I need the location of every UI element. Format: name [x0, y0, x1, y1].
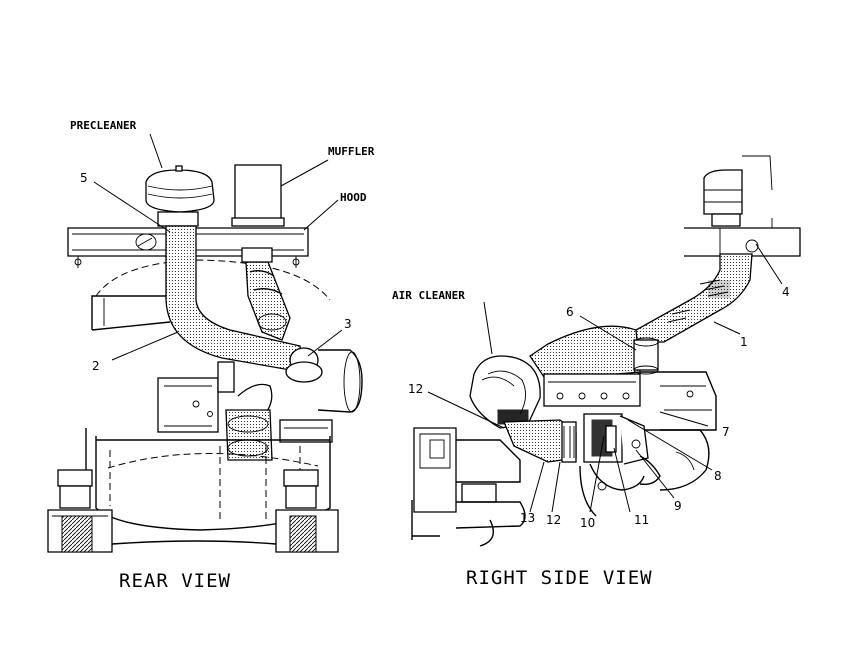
callout-10: 10 — [580, 516, 595, 530]
right-side-view-title: RIGHT SIDE VIEW — [466, 567, 653, 589]
callout-8: 8 — [714, 469, 722, 483]
callout-12-lower: 12 — [546, 513, 561, 527]
rear-view-title: REAR VIEW — [119, 570, 231, 592]
callout-4: 4 — [782, 285, 790, 299]
callout-6: 6 — [566, 305, 574, 319]
callout-13: 13 — [520, 511, 535, 525]
callout-12-upper: 12 — [408, 382, 423, 396]
callout-1: 1 — [740, 335, 748, 349]
rear-view-drawing — [47, 133, 363, 553]
muffler-label: MUFFLER — [328, 145, 375, 158]
callout-2: 2 — [92, 359, 100, 373]
air-cleaner-label: AIR CLEANER — [392, 289, 465, 302]
callout-9: 9 — [674, 499, 682, 513]
callout-7: 7 — [722, 425, 730, 439]
right-side-view-drawing — [411, 155, 801, 547]
callout-11: 11 — [634, 513, 649, 527]
callout-5: 5 — [80, 171, 88, 185]
hood-label: HOOD — [340, 191, 367, 204]
callout-3: 3 — [344, 317, 352, 331]
precleaner-label: PRECLEANER — [70, 119, 137, 132]
